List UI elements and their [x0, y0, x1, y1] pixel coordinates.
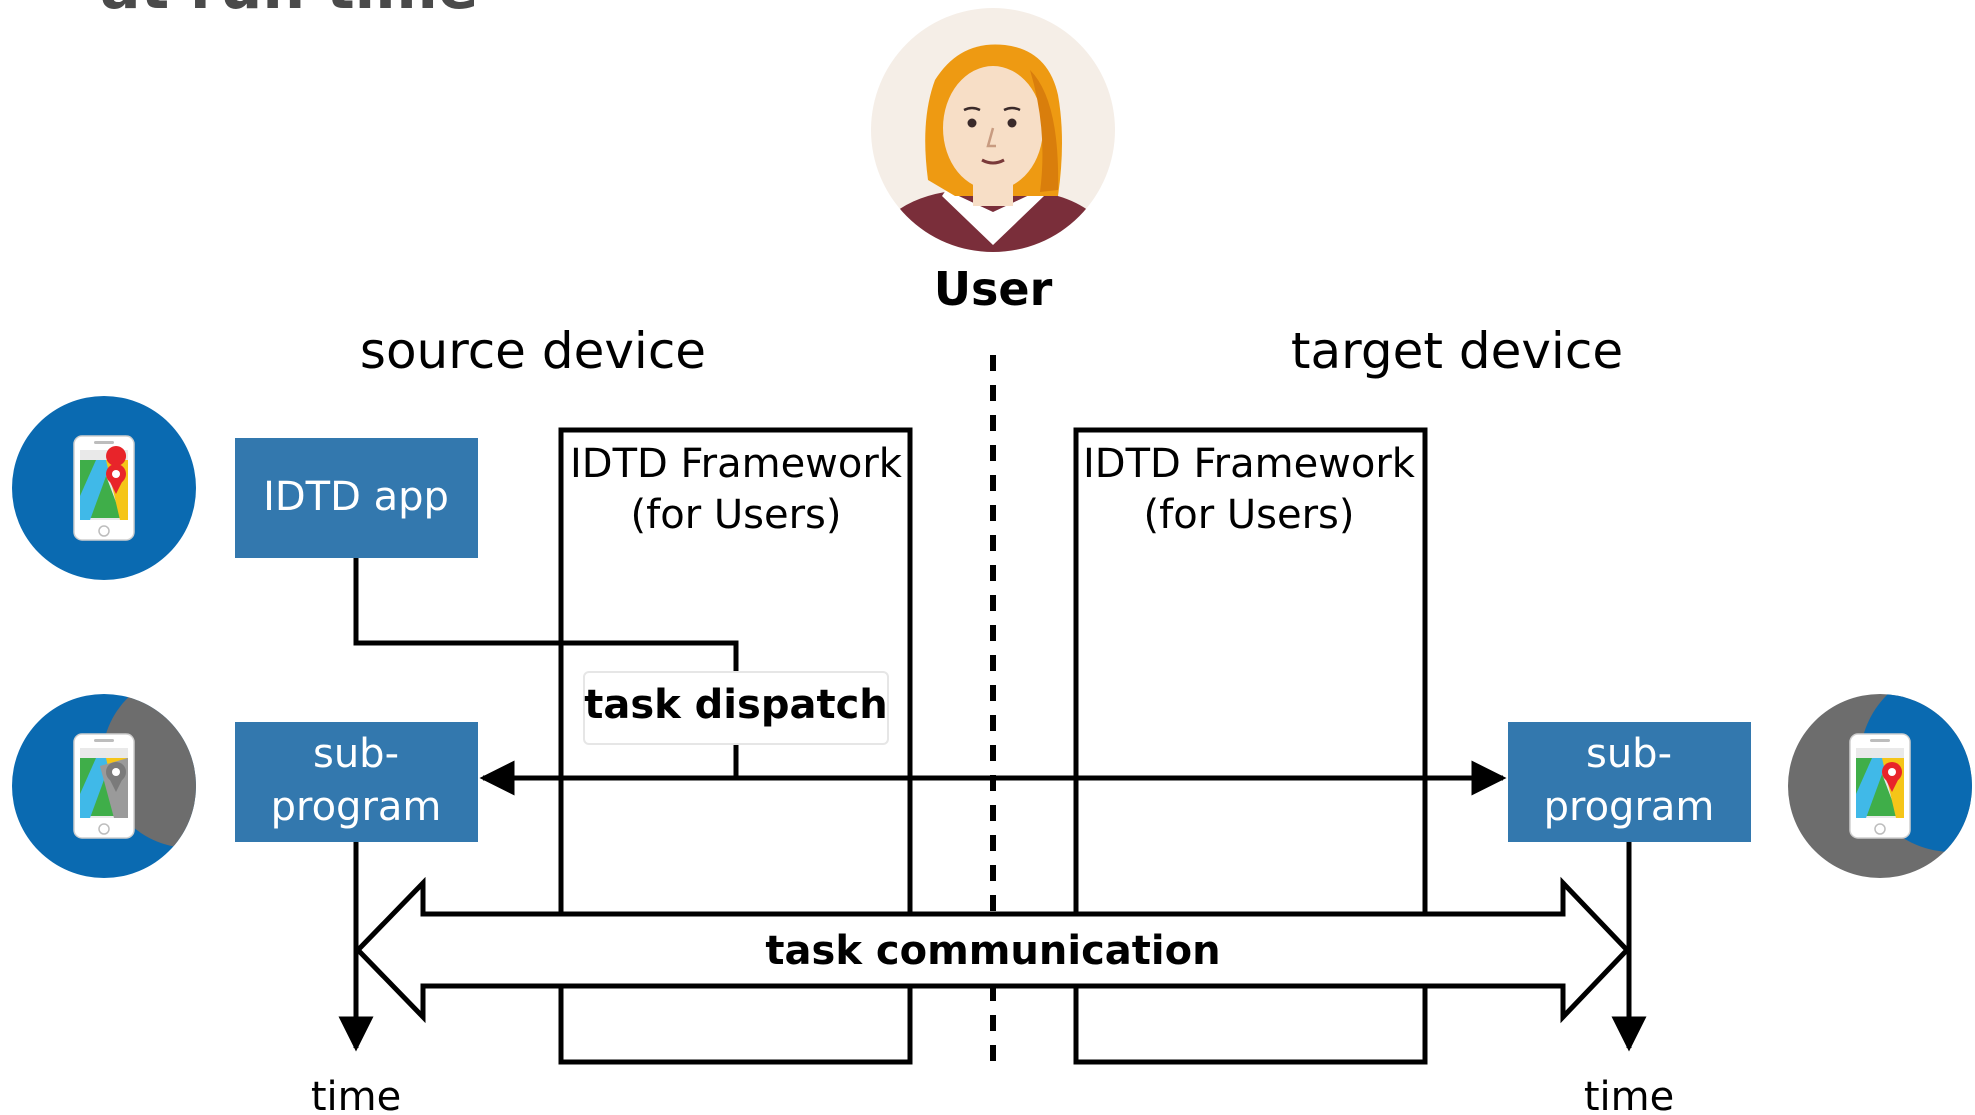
source-framework-subtitle: (for Users)	[631, 492, 842, 538]
target-subprogram-line2: program	[1544, 784, 1715, 830]
idtd-app-box	[235, 438, 478, 558]
source-subprogram-line1: sub-	[313, 731, 399, 777]
source-app-device-icon	[12, 396, 196, 580]
source-device-label: source device	[360, 322, 706, 380]
source-subprogram-line2: program	[271, 784, 442, 830]
slide-heading-fragment: at run time	[100, 0, 478, 23]
target-device-label: target device	[1291, 322, 1623, 380]
source-time-label: time	[311, 1074, 401, 1115]
target-subprogram-line1: sub-	[1586, 731, 1672, 777]
user-avatar-icon	[871, 8, 1115, 252]
task-dispatch-box	[583, 671, 889, 745]
target-time-label: time	[1584, 1074, 1674, 1115]
task-dispatch-label: task dispatch	[584, 682, 888, 728]
source-subprogram-box	[235, 722, 478, 842]
target-framework-box	[1073, 427, 1428, 1065]
source-framework-title: IDTD Framework	[570, 441, 903, 487]
idtd-app-label: IDTD app	[263, 474, 449, 520]
task-communication-arrow	[354, 876, 1631, 1024]
task-communication-label: task communication	[765, 928, 1220, 974]
target-framework-subtitle: (for Users)	[1144, 492, 1355, 538]
target-framework-title: IDTD Framework	[1083, 441, 1416, 487]
target-subprogram-box	[1508, 722, 1751, 842]
source-subprogram-device-icon	[12, 694, 196, 878]
user-label: User	[934, 262, 1053, 316]
source-framework-box	[558, 427, 913, 1065]
target-subprogram-device-icon	[1788, 694, 1972, 878]
